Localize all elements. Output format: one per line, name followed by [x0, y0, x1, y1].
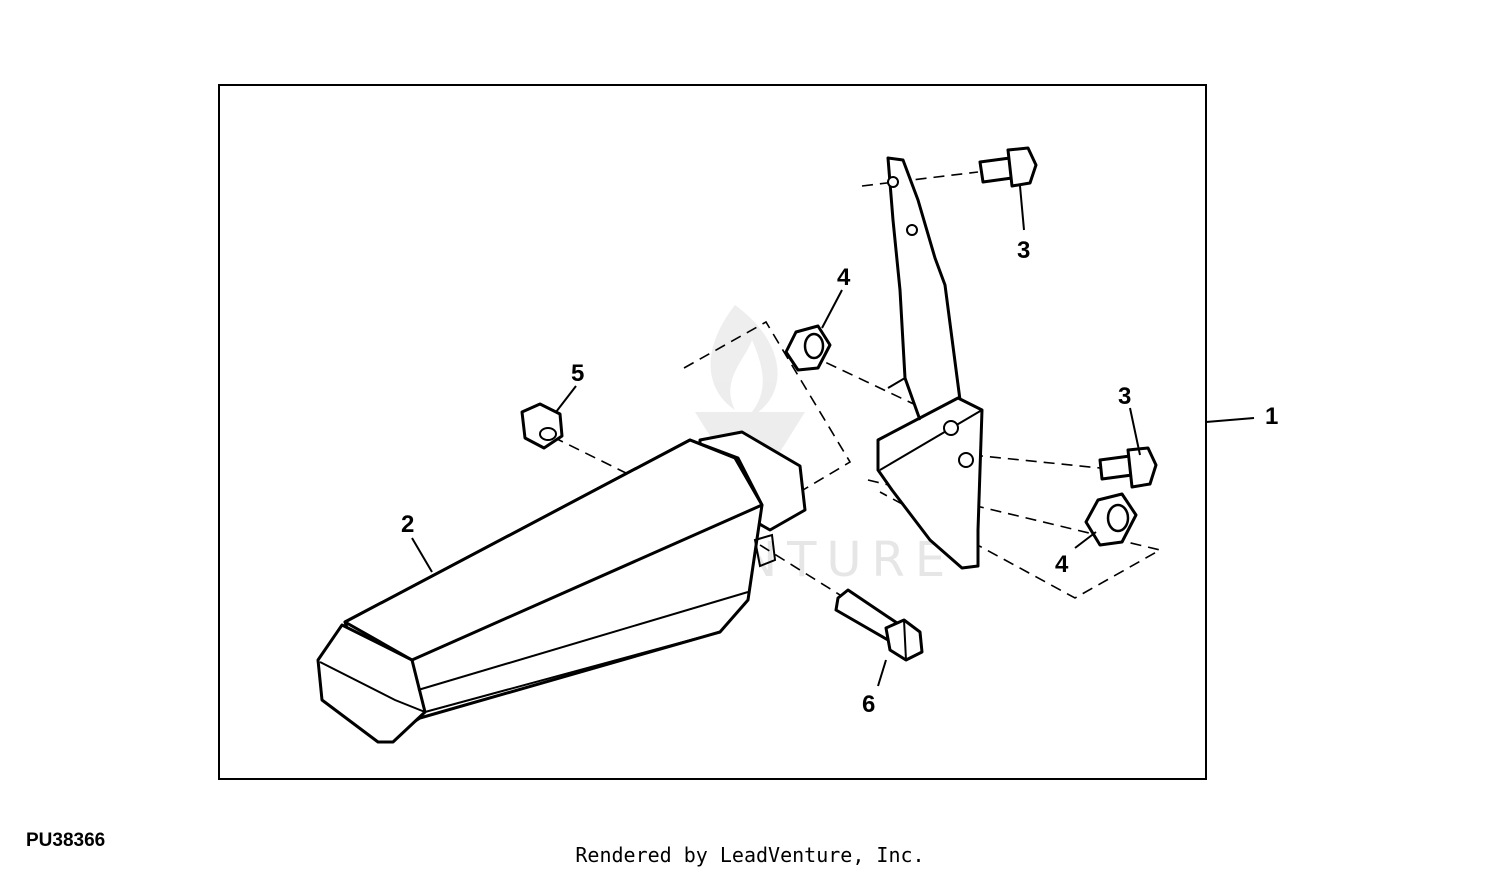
callout-kit: 1 [1265, 403, 1278, 430]
callout-spacer-bottom: 4 [1055, 551, 1069, 578]
spacer-bottom [1084, 492, 1138, 547]
bolt-right-head [1126, 446, 1158, 489]
assembly-line-top-bolt [861, 171, 979, 187]
leader-bolt-top [1019, 185, 1025, 231]
hex-bolt-head-facet [903, 619, 907, 661]
bolt-top-shank [978, 156, 1014, 184]
leader-nut [555, 385, 577, 413]
callout-bolt-right: 3 [1118, 383, 1131, 410]
callout-hex-bolt: 6 [862, 691, 875, 718]
leader-housing [411, 537, 433, 573]
mounting-bracket [876, 156, 984, 570]
callout-bolt-top: 3 [1017, 237, 1030, 264]
figure-id: PU38366 [26, 830, 106, 851]
callout-light-housing: 2 [401, 511, 414, 538]
watermark-flame-icon [710, 305, 778, 420]
assembly-line-nut [552, 436, 629, 475]
bracket-hole-plate-lower [958, 452, 974, 468]
leader-kit [1205, 417, 1255, 423]
housing-bottom-edge [424, 631, 721, 713]
bracket-hole-top [887, 176, 899, 188]
bolt-top-head [1006, 146, 1038, 188]
bracket-hole-plate-upper [943, 420, 959, 436]
hex-bolt [834, 588, 924, 662]
assembly-line-spacer-axis [809, 354, 921, 408]
housing-lens-edge [319, 661, 426, 713]
leader-spacer-bottom [1074, 531, 1097, 549]
assembly-line-right-bolt [971, 454, 1101, 469]
spacer-bottom-bore [1106, 503, 1130, 533]
diagram-frame [218, 84, 1207, 780]
flange-nut [520, 402, 564, 450]
leader-lines [411, 185, 1255, 687]
bolt-right-shank [1098, 454, 1134, 481]
bracket-plate [876, 396, 984, 570]
light-housing [316, 430, 807, 744]
leader-spacer-top [821, 289, 843, 329]
leader-hex-bolt [877, 659, 887, 687]
housing-mount-slot [753, 533, 777, 568]
bracket-bend-line [887, 376, 921, 421]
housing-lens [316, 623, 427, 744]
callout-spacer-top: 4 [837, 264, 851, 291]
flange-bolt-right [1098, 446, 1158, 489]
spacer-top [784, 324, 832, 372]
leader-bolt-right [1129, 407, 1141, 456]
callout-nut: 5 [571, 360, 584, 387]
render-credit: Rendered by LeadVenture, Inc. [575, 843, 925, 867]
bracket-upright [886, 156, 962, 427]
bracket-plate-edge [879, 409, 983, 471]
nut-bore [539, 427, 557, 441]
spacer-top-bore [803, 332, 825, 360]
flange-bolt-top [978, 146, 1038, 188]
housing-side-line [417, 591, 749, 691]
bracket-hole-mid [906, 224, 918, 236]
